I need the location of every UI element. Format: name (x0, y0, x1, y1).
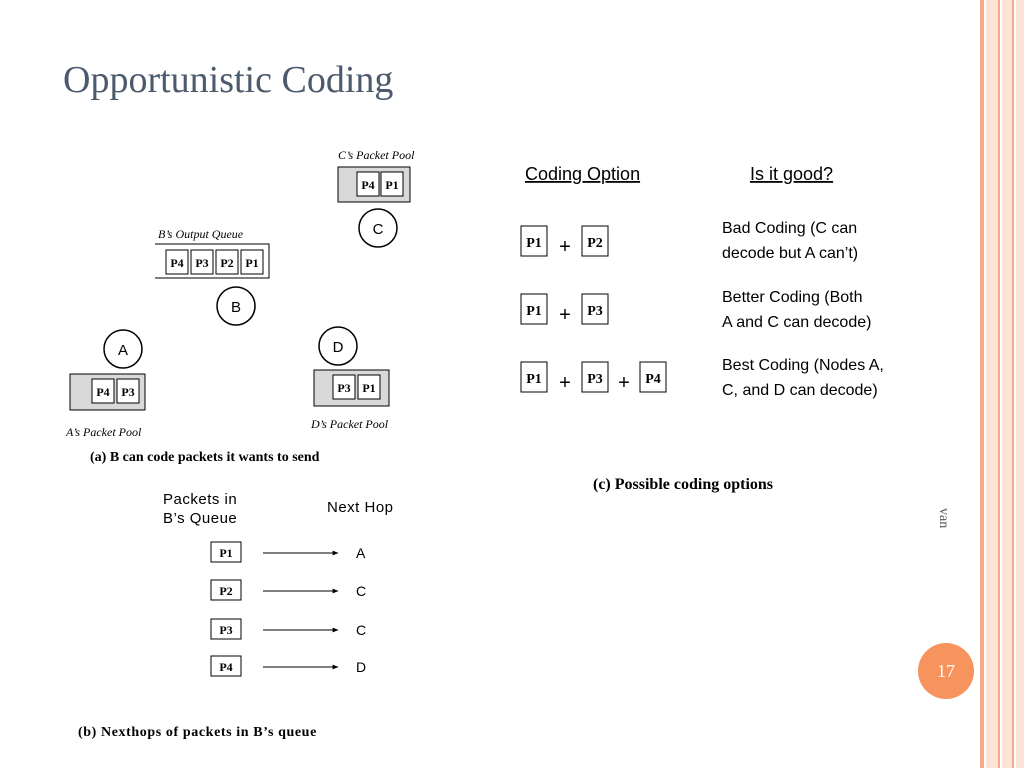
node-b (216, 286, 256, 326)
packets-col-header-line1: Packets in (163, 491, 237, 508)
opportunistic-coding-figure: C’s Packet Pool P4 P1 C B’s Output Queue… (65, 148, 884, 740)
next-hop-col-header: Next Hop (327, 499, 394, 516)
nexthop-packet: P2 (219, 584, 232, 598)
coding-option-row: P1 + P3 Better Coding (Both A and C can … (520, 289, 871, 331)
b-queue-packet: P2 (220, 256, 233, 270)
b-queue-packet: P1 (245, 256, 258, 270)
coding-verdict-line1: Best Coding (Nodes A, (722, 357, 884, 374)
panel-c: Coding Option Is it good? P1 + P2 Bad Co… (520, 164, 884, 493)
b-queue-packet: P4 (170, 256, 183, 270)
packets-col-header-line2: B’s Queue (163, 510, 237, 527)
b-queue-packet: P3 (195, 256, 208, 270)
coding-verdict-line1: Better Coding (Both (722, 289, 863, 306)
is-it-good-header: Is it good? (750, 164, 833, 184)
c-pool-packet: P1 (385, 178, 398, 192)
coding-packet: P3 (587, 304, 603, 319)
nexthop-value: C (356, 622, 366, 638)
nexthop-row: P2 C (210, 579, 366, 601)
decorative-side-stripes (980, 0, 1024, 768)
node-d-label: D (333, 339, 344, 356)
d-pool-label: D’s Packet Pool (310, 417, 389, 431)
nexthop-value: A (356, 545, 366, 561)
c-pool-label: C’s Packet Pool (338, 148, 415, 162)
node-a-label: A (118, 342, 128, 359)
a-pool-packet: P4 (96, 385, 109, 399)
node-c-label: C (373, 221, 384, 238)
panel-a: C’s Packet Pool P4 P1 C B’s Output Queue… (65, 148, 415, 465)
coding-verdict-line1: Bad Coding (C can (722, 220, 857, 237)
side-note: van (936, 508, 951, 529)
plus-sign: + (559, 236, 571, 258)
plus-sign: + (618, 372, 630, 394)
nexthop-value: D (356, 659, 366, 675)
coding-verdict-line2: decode but A can’t) (722, 245, 858, 262)
plus-sign: + (559, 304, 571, 326)
node-c (358, 208, 398, 248)
coding-packet: P1 (526, 304, 542, 319)
d-pool-packet: P1 (362, 381, 375, 395)
panel-b: Packets in B’s Queue Next Hop P1 A P2 C … (78, 491, 394, 740)
coding-packet: P1 (526, 236, 542, 251)
panel-a-caption: (a) B can code packets it wants to send (90, 450, 320, 465)
a-pool-label: A’s Packet Pool (65, 425, 142, 439)
coding-packet: P3 (587, 372, 603, 387)
b-queue-outline (155, 243, 270, 279)
coding-packet: P1 (526, 372, 542, 387)
page-number-badge: 17 (918, 643, 974, 699)
a-pool-packet: P3 (121, 385, 134, 399)
panel-b-caption: (b) Nexthops of packets in B’s queue (78, 725, 317, 740)
slide-title: Opportunistic Coding (63, 59, 394, 101)
nexthop-row: P4 D (210, 655, 366, 677)
c-pool-packet: P4 (361, 178, 374, 192)
coding-option-row: P1 + P3 + P4 Best Coding (Nodes A, C, an… (520, 357, 884, 399)
b-queue-label: B’s Output Queue (158, 227, 244, 241)
nexthop-packet: P4 (219, 660, 232, 674)
nexthop-value: C (356, 583, 366, 599)
nexthop-row: P3 C (210, 618, 366, 640)
coding-packet: P2 (587, 236, 603, 251)
node-b-label: B (231, 299, 241, 316)
d-pool-packet: P3 (337, 381, 350, 395)
nexthop-packet: P1 (219, 546, 232, 560)
node-a (103, 329, 143, 369)
nexthop-packet: P3 (219, 623, 232, 637)
coding-option-header: Coding Option (525, 164, 640, 184)
coding-option-row: P1 + P2 Bad Coding (C can decode but A c… (520, 220, 858, 262)
nexthop-row: P1 A (210, 541, 366, 563)
plus-sign: + (559, 372, 571, 394)
panel-c-caption: (c) Possible coding options (593, 476, 773, 493)
coding-verdict-line2: C, and D can decode) (722, 382, 878, 399)
node-d (318, 326, 358, 366)
coding-verdict-line2: A and C can decode) (722, 314, 871, 331)
coding-packet: P4 (645, 372, 661, 387)
